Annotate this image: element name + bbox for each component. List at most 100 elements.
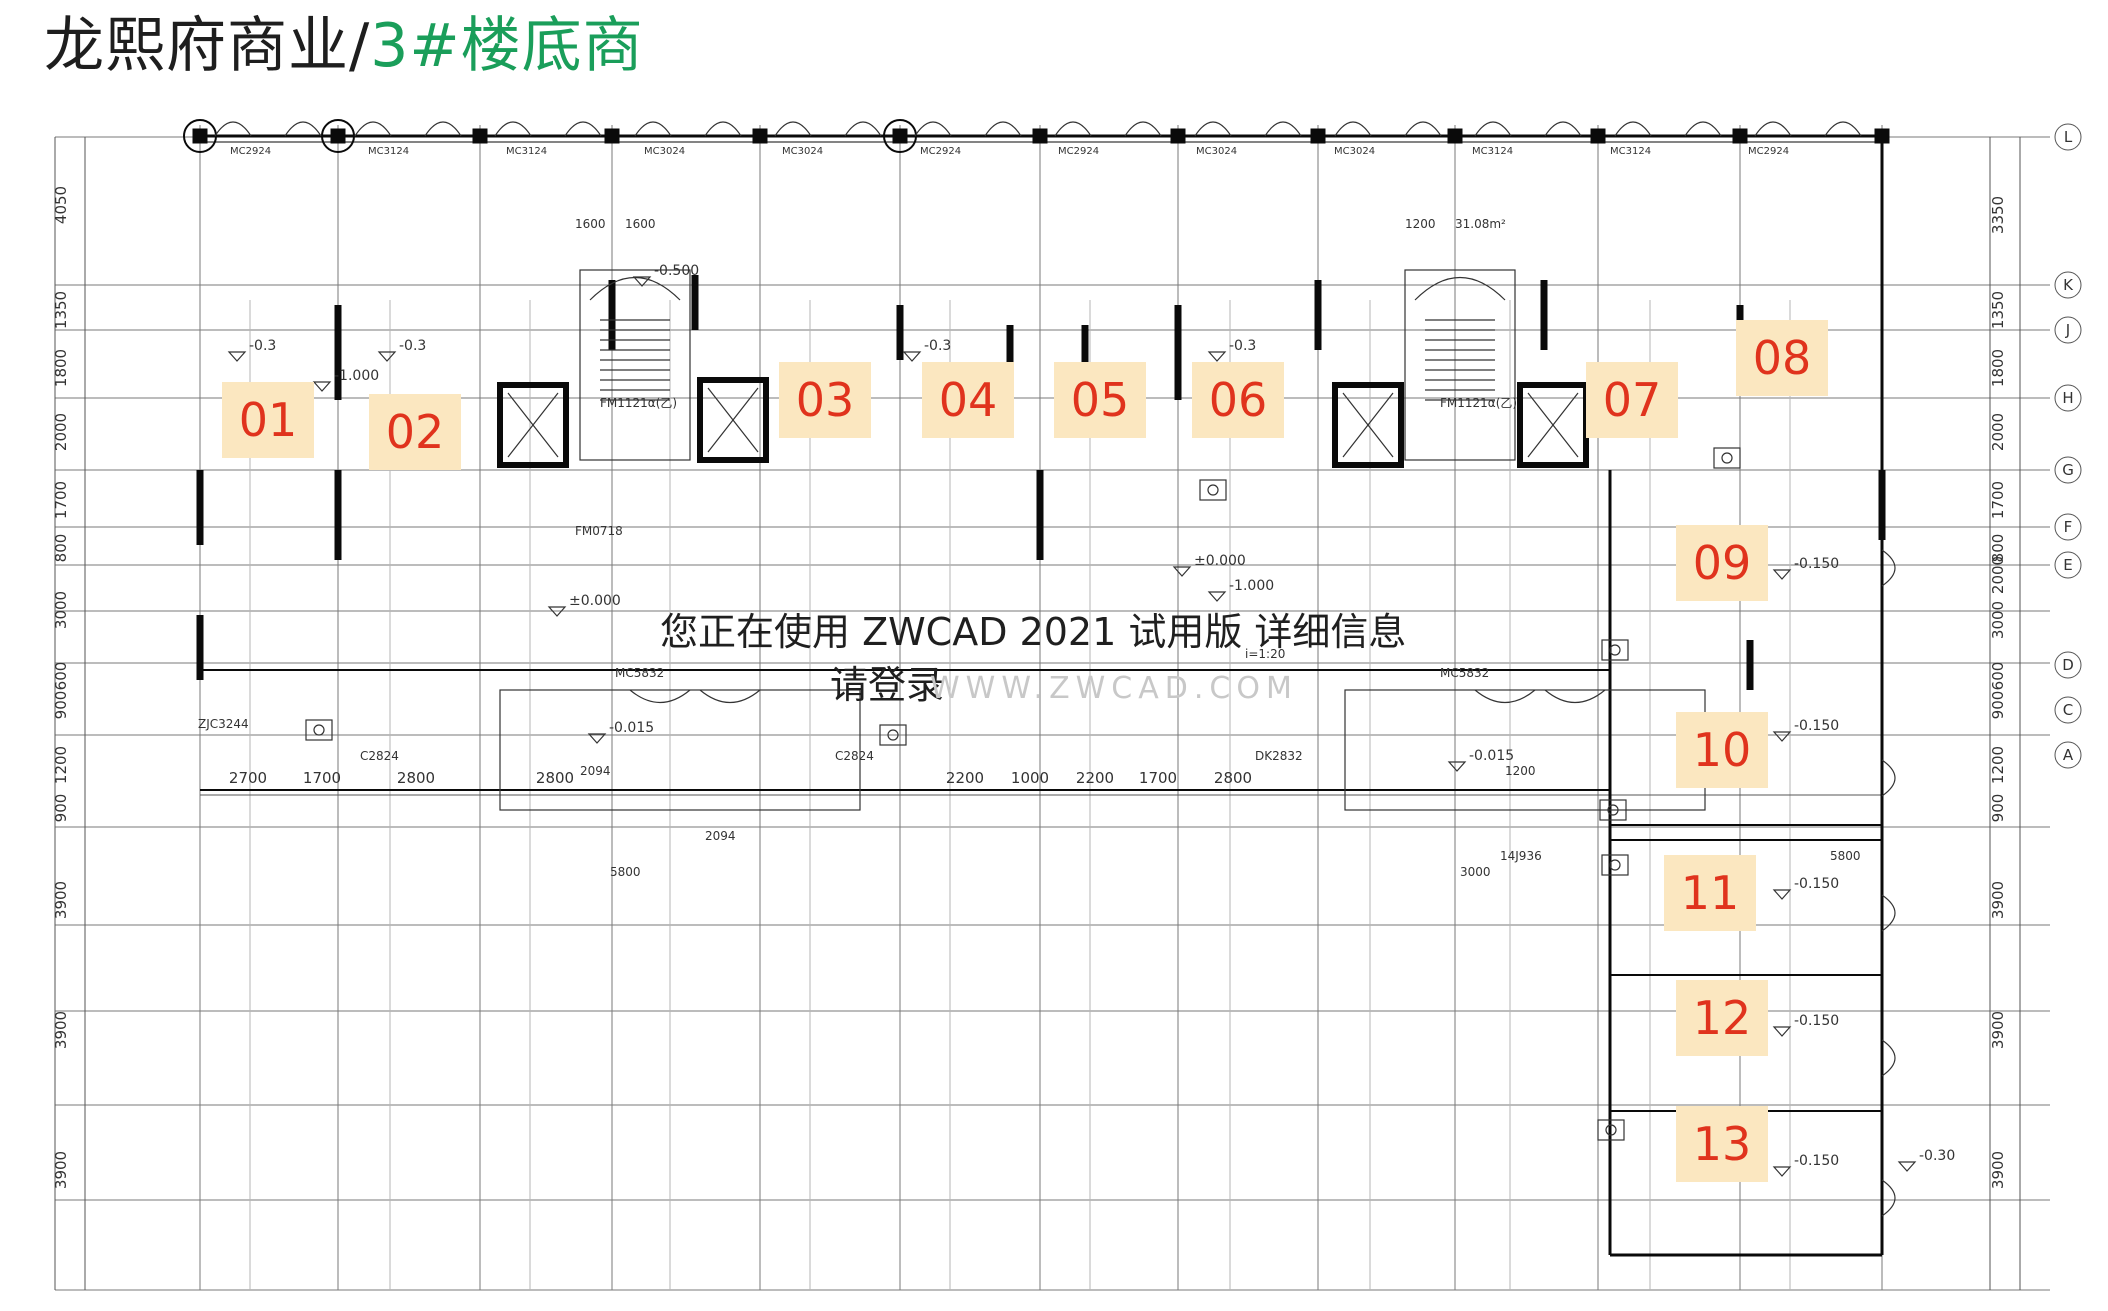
facade-door-swing [1684,121,1722,137]
watermark-trial-text: 您正在使用 ZWCAD 2021 试用版 详细信息 [660,610,1406,654]
door-swing [629,689,691,703]
facade-door-swing [1334,121,1372,137]
elevator-cross [1342,392,1394,458]
level-mark [1772,889,1792,900]
elevator-cross [707,387,759,453]
plan-annotation: MC5832 [1440,666,1489,680]
plan-annotation: 3000 [1460,865,1491,879]
level-mark [587,733,607,744]
dim-right-label: 3900 [1989,1011,2007,1049]
facade-column [1310,128,1326,144]
door-swing [1544,689,1606,703]
facade-door-swing [704,121,742,137]
level-text: -0.3 [249,338,276,354]
facade-column [192,128,208,144]
level-text: -0.150 [1794,876,1839,892]
unit-label-box [1736,320,1828,396]
sink-fixture [1601,854,1629,876]
facade-door-swing [1754,121,1792,137]
east-door-swing [1881,1039,1896,1077]
unit-label-box [779,362,871,438]
east-door-swing [1881,1179,1896,1217]
dim-right-label: 800 [1989,534,2007,563]
level-mark [227,351,247,362]
unit-label-box [1192,362,1284,438]
dim-left-label: 600 [52,662,70,691]
facade-door-swing [774,121,812,137]
watermark-url: WWW.ZWCAD.COM [930,671,1298,706]
door-code: MC2924 [920,146,961,157]
unit-number: 08 [1753,331,1812,385]
dim-left-label: 900 [52,794,70,823]
level-text: -0.150 [1794,1013,1839,1029]
axis-label: F [2064,518,2073,536]
door-code: MC3024 [1196,146,1237,157]
watermark: 您正在使用 ZWCAD 2021 试用版 详细信息请登录WWW.ZWCAD.CO… [660,610,1406,707]
plan-annotation: FM1121α(乙) [600,396,677,410]
unit-label-box [1676,525,1768,601]
dim-bottom-label: 1700 [1139,769,1177,787]
facade-door-swing [424,121,462,137]
level-mark [1447,761,1467,772]
unit-number: 10 [1693,723,1752,777]
unit-number: 09 [1693,536,1752,590]
unit-number: 11 [1681,866,1740,920]
plan-annotation: 2094 [580,764,611,778]
unit-label-box [1676,1106,1768,1182]
level-mark [1772,1166,1792,1177]
dim-right-label: 2000 [1989,556,2007,594]
level-text: -0.500 [654,263,699,279]
dim-right-label: 1350 [1989,291,2007,329]
facade-door-swing [1404,121,1442,137]
facade-door-swing [914,121,952,137]
unit-label-box [1586,362,1678,438]
level-mark [1172,566,1192,577]
column-ring [321,119,355,153]
entrance-block [499,689,861,811]
level-mark [1772,731,1792,742]
plan-annotation: 1200 [1405,217,1436,231]
dim-right-label: 600 [1989,662,2007,691]
door-swing [1474,689,1536,703]
level-text: -0.30 [1919,1148,1955,1164]
plan-annotation: 5800 [610,865,641,879]
title-building: 3#楼底商 [370,11,644,81]
dim-left-label: 3900 [52,1151,70,1189]
unit-number: 12 [1693,991,1752,1045]
column-ring [883,119,917,153]
level-text: -0.015 [609,720,654,736]
elevator-cross [1527,392,1579,458]
facade-door-swing [1124,121,1162,137]
axis-bubble [2054,316,2082,344]
dim-bottom-label: 2700 [229,769,267,787]
facade-column [1170,128,1186,144]
sink-basin [1207,484,1219,496]
axis-bubble [2054,384,2082,412]
sink-basin [887,729,899,741]
walls [183,119,1890,1257]
title-project: 龙熙府商业/ [44,11,371,81]
dim-left-label: 1350 [52,291,70,329]
level-mark [1207,351,1227,362]
sink-fixture [1597,1119,1625,1141]
axis-bubble [2054,456,2082,484]
sink-fixture [1199,479,1227,501]
plan-texts: 4050135018002000170080030006009001200900… [52,128,2074,1189]
facade-door-swing [214,121,252,137]
unit-number: 13 [1693,1117,1752,1171]
level-text: -0.3 [399,338,426,354]
facade-column [1732,128,1748,144]
level-mark [547,606,567,617]
dim-right-label: 3900 [1989,881,2007,919]
elevator-cross [507,392,559,458]
sink-basin [313,724,325,736]
facade-door-swing [494,121,532,137]
facade-door-swing [284,121,322,137]
fixtures [214,121,1917,1217]
plan-annotation: C2824 [360,749,399,763]
dim-right-label: 3900 [1989,1151,2007,1189]
door-code: MC3024 [782,146,823,157]
facade-door-swing [354,121,392,137]
unit-number: 07 [1603,373,1662,427]
plan-annotation: MC5832 [615,666,664,680]
